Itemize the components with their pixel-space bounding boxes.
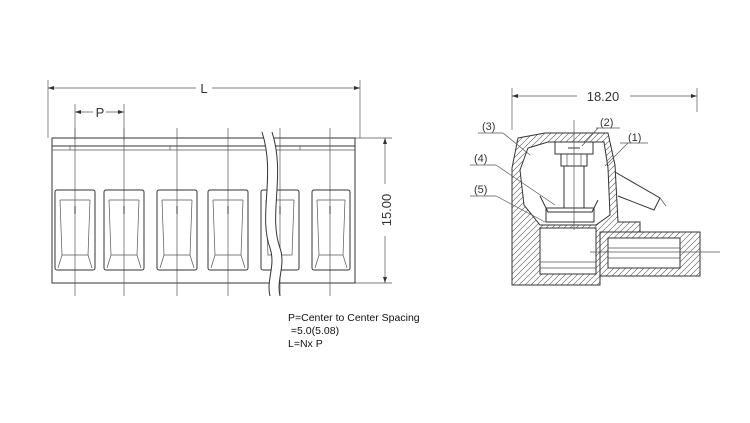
front-view: L P 15.00 [47, 80, 394, 297]
callout-1-label: (1) [628, 132, 641, 144]
callout-5-label: (5) [474, 184, 487, 196]
side-view: 18.20 [470, 88, 720, 286]
note-line-1: P=Center to Center Spacing [288, 312, 420, 324]
housing-fin [614, 171, 667, 211]
callout-4-label: (4) [474, 153, 487, 165]
opening-1 [54, 189, 96, 271]
clamp-part [539, 195, 599, 223]
callout-2-label: (2) [600, 117, 613, 129]
note-line-2: =5.0(5.08) [288, 325, 340, 337]
callout-2: (2) [581, 117, 620, 147]
length-dimension: L [47, 80, 361, 138]
width-label: 18.20 [587, 89, 620, 104]
front-body [51, 137, 356, 284]
pin-centerlines [74, 128, 331, 296]
length-label: L [200, 81, 207, 96]
notes: P=Center to Center Spacing =5.0(5.08) L=… [288, 312, 420, 351]
callout-4: (4) [470, 153, 556, 206]
opening-4 [207, 189, 249, 271]
pin-part [590, 231, 720, 277]
callout-3: (3) [478, 121, 531, 156]
pitch-dimension: P [74, 104, 125, 140]
pitch-label: P [96, 105, 105, 120]
callout-1: (1) [604, 132, 648, 167]
note-line-3: L=Nx P [288, 338, 323, 350]
opening-6 [311, 189, 351, 271]
width-dimension: 18.20 [511, 88, 698, 130]
callouts: (1) (2) (3) (4) (5) [470, 117, 648, 223]
callout-3-label: (3) [482, 121, 495, 133]
opening-3 [156, 189, 198, 271]
height-dimension: 15.00 [355, 137, 394, 284]
opening-2 [103, 189, 145, 271]
callout-5: (5) [470, 184, 546, 223]
height-label: 15.00 [379, 194, 394, 227]
wire-openings [54, 189, 351, 271]
break-lines [261, 131, 283, 297]
